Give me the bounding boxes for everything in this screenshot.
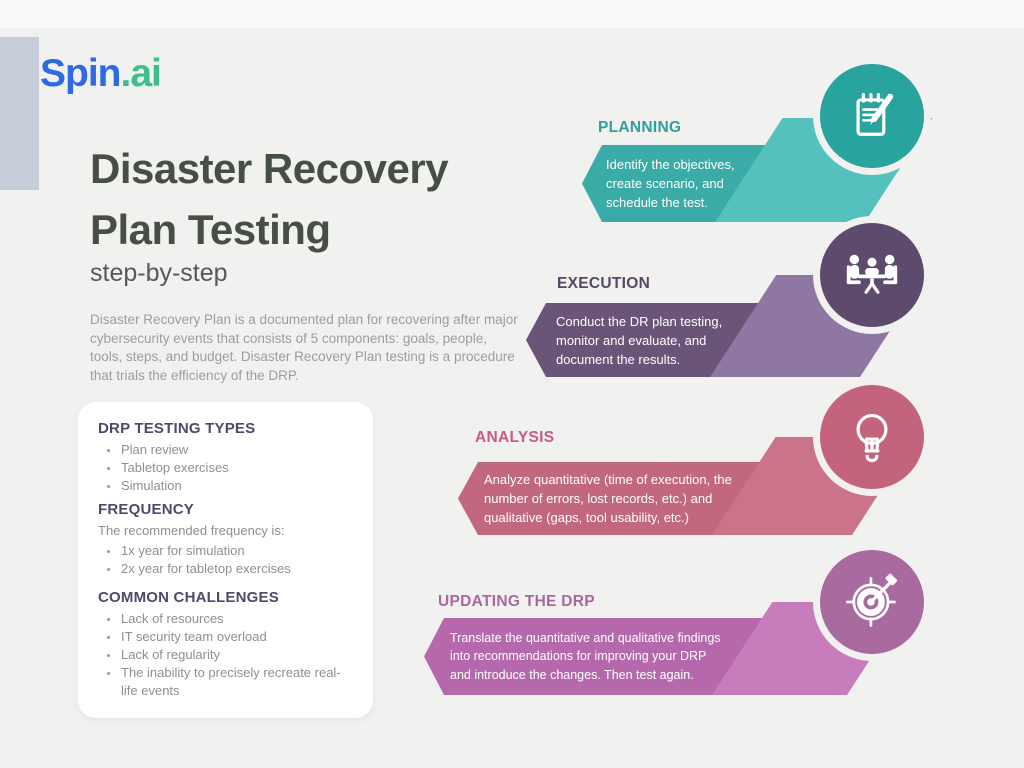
list-item: Plan review	[120, 441, 353, 459]
list-item: Simulation	[120, 477, 353, 495]
page-title: Disaster Recovery Plan Testing	[90, 138, 449, 260]
spin-ai-logo: Spin.ai	[40, 52, 162, 96]
list-item: IT security team overload	[120, 628, 353, 646]
target-dart-icon	[842, 572, 902, 632]
info-card: DRP TESTING TYPES Plan review Tabletop e…	[78, 402, 373, 718]
list-item: Lack of resources	[120, 610, 353, 628]
step-label: UPDATING THE DRP	[438, 593, 595, 610]
step-label: PLANNING	[598, 119, 682, 136]
frequency-list: 1x year for simulation 2x year for table…	[98, 542, 353, 578]
step-badge	[820, 64, 924, 168]
card-heading-common-challenges: COMMON CHALLENGES	[98, 589, 279, 606]
title-line-1: Disaster Recovery	[90, 145, 449, 192]
step-label: EXECUTION	[557, 275, 651, 292]
step-description: Conduct the DR plan testing, monitor and…	[556, 313, 723, 367]
step-badge	[820, 550, 924, 654]
notepad-pencil-icon	[842, 86, 902, 146]
challenges-list: Lack of resources IT security team overl…	[98, 610, 353, 700]
logo-text-primary: Spin	[40, 52, 121, 95]
step-description: Analyze quantitative (time of execution,…	[484, 472, 732, 525]
step-badge	[820, 385, 924, 489]
list-item: Lack of regularity	[120, 646, 353, 664]
frequency-note: The recommended frequency is:	[98, 523, 285, 538]
list-item: The inability to precisely recreate real…	[120, 664, 353, 700]
list-item: 1x year for simulation	[120, 542, 353, 560]
step-badge	[820, 223, 924, 327]
step-label: ANALYSIS	[475, 429, 555, 446]
step-description: Identify the objectives, create scenario…	[606, 157, 735, 210]
meeting-table-icon	[842, 245, 902, 305]
logo-text-secondary: .ai	[120, 52, 162, 95]
lightbulb-icon	[842, 407, 902, 467]
testing-types-list: Plan review Tabletop exercises Simulatio…	[98, 441, 353, 495]
step-description: Translate the quantitative and qualitati…	[450, 630, 721, 682]
left-accent-bar	[0, 37, 39, 190]
intro-paragraph: Disaster Recovery Plan is a documented p…	[90, 312, 518, 383]
list-item: Tabletop exercises	[120, 459, 353, 477]
card-heading-testing-types: DRP TESTING TYPES	[98, 420, 256, 437]
card-heading-frequency: FREQUENCY	[98, 501, 194, 518]
title-line-2: Plan Testing	[90, 206, 331, 253]
top-strip	[0, 0, 1024, 28]
list-item: 2x year for tabletop exercises	[120, 560, 353, 578]
page-subtitle: step-by-step	[90, 259, 228, 287]
